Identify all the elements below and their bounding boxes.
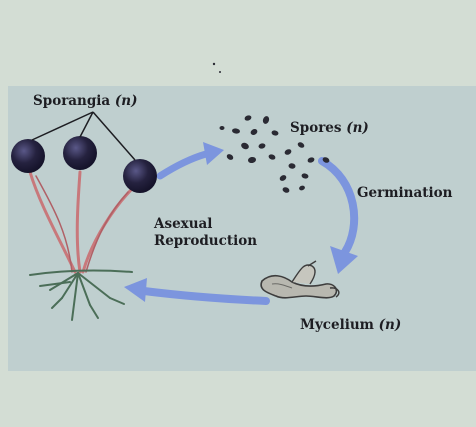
spore-icon <box>219 71 221 73</box>
spore-icon <box>213 63 215 65</box>
mycelium-label-text: Mycelium <box>300 317 374 333</box>
sporangia-label-text: Sporangia <box>33 93 110 109</box>
sporangia-ploidy: (n) <box>115 93 138 109</box>
mycelium-label: Mycelium (n) <box>300 317 401 334</box>
sporangia-label: Sporangia (n) <box>33 93 137 110</box>
mycelium-ploidy: (n) <box>379 317 402 333</box>
sporangium-icon <box>63 136 97 170</box>
sporangium-icon <box>123 159 157 193</box>
germination-label: Germination <box>357 185 452 202</box>
spore-icon <box>220 126 225 130</box>
spores-ploidy: (n) <box>346 120 369 136</box>
asexual-label-line2: Reproduction <box>154 233 257 249</box>
spores-label-text: Spores <box>290 120 342 136</box>
asexual-label-line1: Asexual <box>154 216 212 232</box>
spores-label: Spores (n) <box>290 120 369 137</box>
sporangium-icon <box>11 139 45 173</box>
